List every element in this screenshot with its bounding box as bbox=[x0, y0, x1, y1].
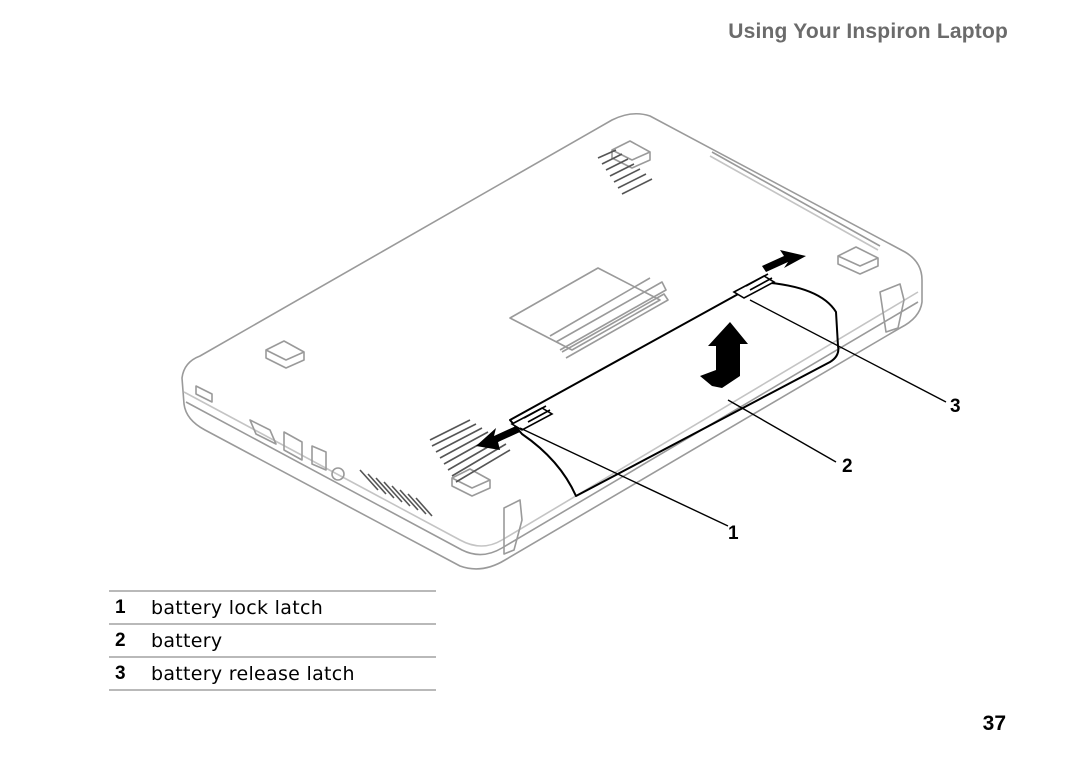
legend-table: 1 battery lock latch 2 battery 3 battery… bbox=[109, 590, 436, 691]
page-number: 37 bbox=[982, 712, 1006, 735]
battery-outline bbox=[509, 281, 840, 497]
legend-label: battery bbox=[151, 629, 223, 652]
leader-line-3 bbox=[749, 299, 947, 403]
lift-up-arrow bbox=[700, 322, 748, 388]
service-label bbox=[509, 267, 661, 351]
rubber-foot bbox=[451, 468, 491, 497]
callout-3: 3 bbox=[950, 396, 961, 417]
legend-row: 2 battery bbox=[109, 623, 436, 656]
leader-line-2 bbox=[727, 399, 837, 463]
callout-1: 1 bbox=[728, 523, 739, 544]
section-header: Using Your Inspiron Laptop bbox=[728, 20, 1008, 43]
legend-label: battery release latch bbox=[151, 662, 355, 685]
slide-left-arrow bbox=[476, 426, 520, 450]
legend-number: 3 bbox=[115, 662, 126, 684]
callout-2: 2 bbox=[842, 456, 853, 477]
rubber-foot bbox=[837, 246, 879, 275]
leader-line-1 bbox=[519, 427, 729, 527]
legend-number: 2 bbox=[115, 629, 126, 651]
legend-row: 3 battery release latch bbox=[109, 656, 436, 691]
slide-right-arrow bbox=[762, 250, 806, 272]
rubber-foot bbox=[265, 340, 305, 369]
rubber-foot bbox=[611, 140, 651, 169]
legend-row: 1 battery lock latch bbox=[109, 590, 436, 623]
laptop-body-outline bbox=[181, 112, 923, 570]
legend-label: battery lock latch bbox=[151, 596, 324, 619]
legend-number: 1 bbox=[115, 596, 126, 618]
